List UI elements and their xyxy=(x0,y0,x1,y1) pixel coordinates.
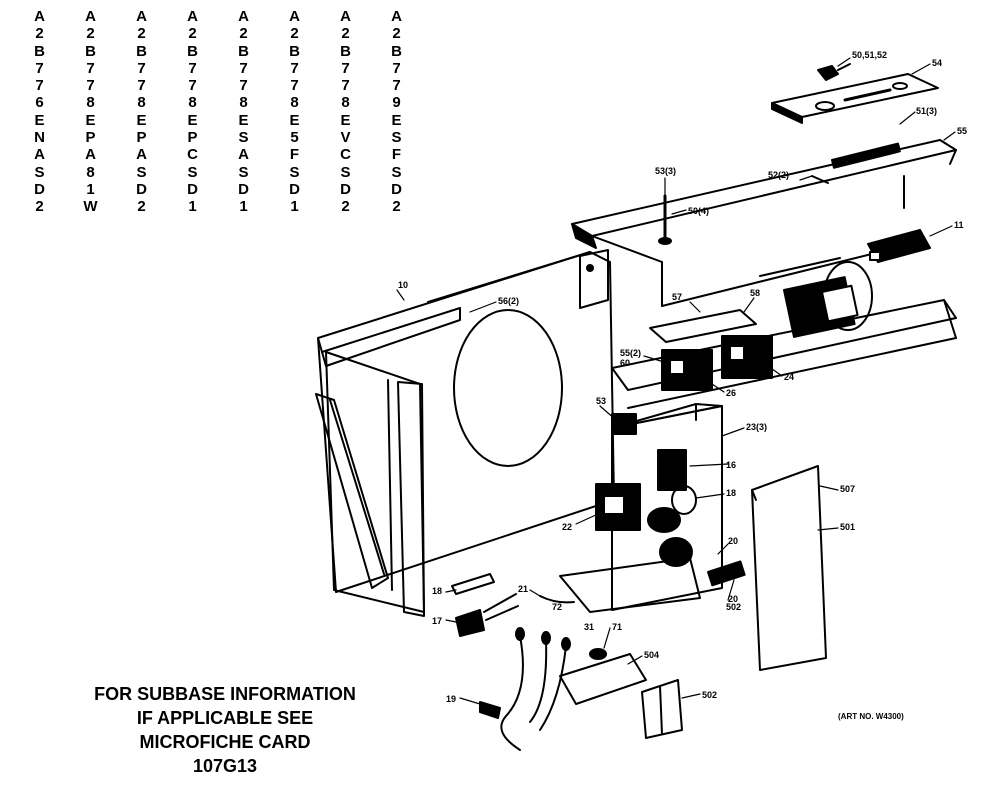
callout-50-4: 50(4) xyxy=(688,206,709,216)
callout-504: 504 xyxy=(644,650,659,660)
callout-52-2: 52(2) xyxy=(768,170,789,180)
screw-cluster-part xyxy=(817,63,851,81)
note-line-4: 107G13 xyxy=(192,756,258,776)
screw-part xyxy=(658,194,672,245)
callout-72: 72 xyxy=(552,602,562,612)
control-box-part xyxy=(559,403,723,613)
nameplate-part xyxy=(771,73,939,124)
thermostat-part xyxy=(451,573,519,637)
callout-57: 57 xyxy=(672,292,682,302)
callout-20-lower: 20 xyxy=(728,594,738,604)
note-line-2: IF APPLICABLE SEE xyxy=(136,708,314,728)
callout-50-51-52: 50,51,52 xyxy=(852,50,887,60)
clip-part xyxy=(641,679,683,739)
callout-16: 16 xyxy=(726,460,736,470)
subbase-note: FOR SUBBASE INFORMATION IF APPLICABLE SE… xyxy=(60,682,390,778)
callout-502-lower: 502 xyxy=(702,690,717,700)
access-panel-part xyxy=(751,465,827,671)
wire-harness-part xyxy=(539,595,575,604)
art-number: (ART NO. W4300) xyxy=(838,712,904,721)
small-bracket-part xyxy=(707,560,746,587)
callout-10: 10 xyxy=(398,280,408,290)
callout-20: 20 xyxy=(728,536,738,546)
callout-51-3: 51(3) xyxy=(916,106,937,116)
part-callouts: 50,51,52 54 51(3) 55 53(3) 52(2) 50(4) 1… xyxy=(398,50,967,704)
top-cover-part xyxy=(571,139,957,307)
callout-71: 71 xyxy=(612,622,622,632)
callout-17: 17 xyxy=(432,616,442,626)
callout-53: 53 xyxy=(596,396,606,406)
power-cord-part xyxy=(479,627,571,751)
callout-31: 31 xyxy=(584,622,594,632)
callout-55: 55 xyxy=(957,126,967,136)
callout-23-3: 23(3) xyxy=(746,422,767,432)
side-panel-part xyxy=(325,351,425,617)
callout-60: 60 xyxy=(620,358,630,368)
callout-53-3: 53(3) xyxy=(655,166,676,176)
callout-18-lower: 18 xyxy=(432,586,442,596)
mounting-plate-part xyxy=(559,648,647,705)
callout-24: 24 xyxy=(784,372,794,382)
base-tray-part xyxy=(611,257,957,409)
callout-54: 54 xyxy=(932,58,942,68)
callout-11: 11 xyxy=(954,220,964,230)
callout-58: 58 xyxy=(750,288,760,298)
callout-26: 26 xyxy=(726,388,736,398)
callout-501: 501 xyxy=(840,522,855,532)
callout-507: 507 xyxy=(840,484,855,494)
callout-19: 19 xyxy=(446,694,456,704)
note-line-1: FOR SUBBASE INFORMATION xyxy=(94,684,356,704)
louver-bracket-part xyxy=(315,393,389,589)
callout-18: 18 xyxy=(726,488,736,498)
bulkhead-part xyxy=(317,249,615,593)
callout-502-upper: 502 xyxy=(726,602,741,612)
note-line-3: MICROFICHE CARD xyxy=(139,732,311,752)
callout-22: 22 xyxy=(562,522,572,532)
leader-lines xyxy=(396,57,956,705)
callout-56-2: 56(2) xyxy=(498,296,519,306)
relay-components xyxy=(649,309,773,391)
callout-55-2: 55(2) xyxy=(620,348,641,358)
terminal-block-part xyxy=(867,229,931,263)
callout-21: 21 xyxy=(518,584,528,594)
